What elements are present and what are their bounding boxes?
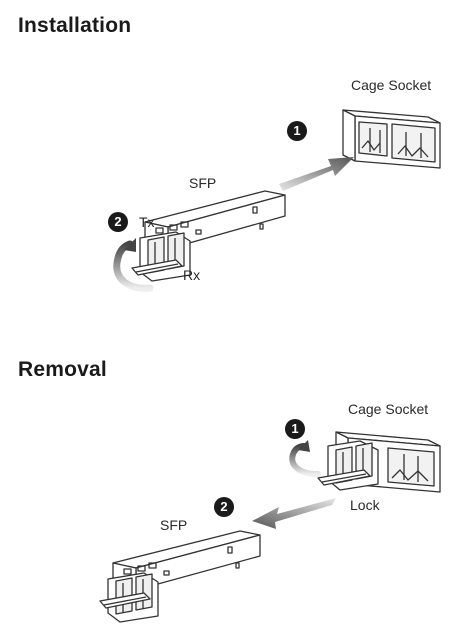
removal-title: Removal: [18, 358, 107, 382]
tx-label: Tx: [139, 214, 155, 230]
insert-arrow: [279, 157, 354, 191]
installation-cage-label: Cage Socket: [351, 77, 431, 93]
installation-step2-badge: 2: [108, 212, 128, 232]
rx-label: Rx: [183, 267, 200, 283]
removal-cage-socket: [318, 432, 440, 492]
installation-sfp-module: [132, 191, 285, 281]
removal-cage-label: Cage Socket: [348, 401, 428, 417]
installation-step1-badge: 1: [287, 121, 307, 141]
installation-title: Installation: [18, 14, 131, 38]
removal-rotate-arrow: [292, 440, 318, 474]
installation-sfp-label: SFP: [189, 175, 216, 191]
lock-label: Lock: [350, 497, 380, 513]
removal-step2-badge: 2: [214, 497, 234, 517]
remove-arrow: [252, 498, 336, 529]
removal-step1-badge: 1: [285, 419, 305, 439]
removal-sfp-label: SFP: [160, 517, 187, 533]
installation-cage-socket: [343, 110, 440, 168]
removal-sfp-module: [100, 531, 260, 622]
